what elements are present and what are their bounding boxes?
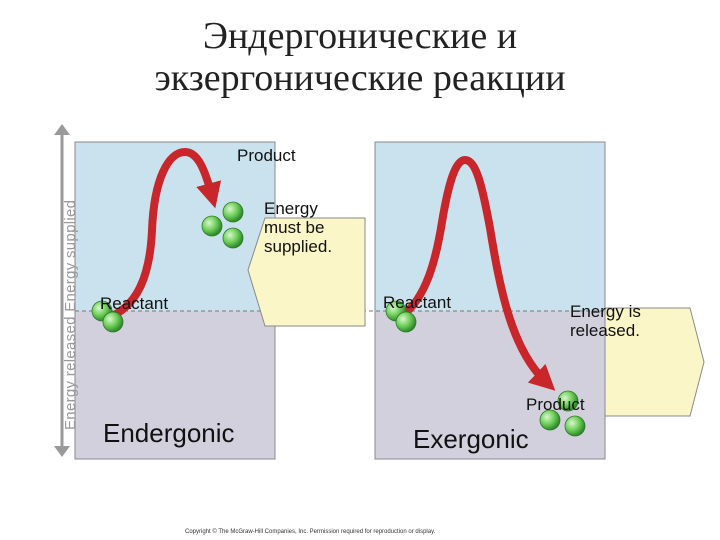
slide-title-line1: Эндергонические и [202,15,518,57]
reactant-molecule-left [91,300,124,333]
endergonic-panel [74,141,276,460]
endergonic-caption: Endergonic [103,418,235,448]
left-reactant-label: Reactant [100,294,169,313]
product-molecule-right [539,390,586,437]
slide-title-line2: экзергонические реакции [154,57,566,99]
energy-axis [54,124,70,457]
energy-supplied-arrow [247,217,366,327]
energy-supplied-text: Energy must be supplied. [264,199,333,256]
reactant-molecule-right [385,300,417,333]
exergonic-panel [374,141,606,460]
endergonic-curve [104,147,222,322]
exergonic-curve [398,155,556,391]
product-molecule-left [201,201,244,249]
right-product-label: Product [526,395,585,414]
energy-axis-label: Energy released Energy supplied [62,199,79,430]
right-reactant-label: Reactant [383,293,452,312]
copyright-notice: Copyright © The McGraw-Hill Companies, I… [185,529,436,535]
energy-released-arrow [604,307,705,417]
left-product-label: Product [237,146,296,165]
exergonic-caption: Exergonic [413,424,529,454]
energy-released-text: Energy is released. [570,302,641,340]
